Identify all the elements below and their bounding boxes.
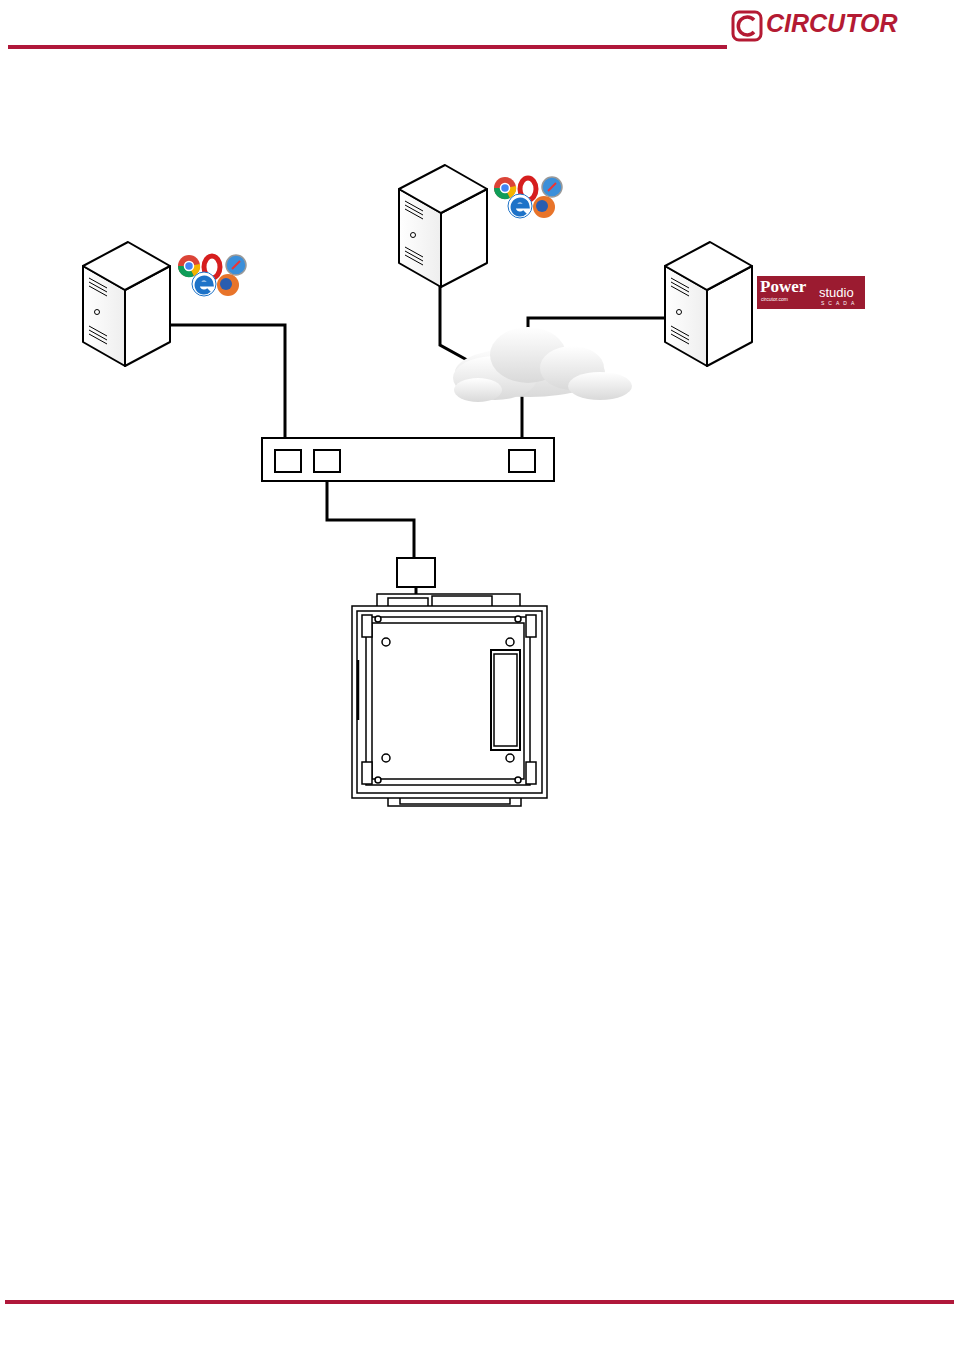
network-switch xyxy=(262,438,554,481)
ethernet-module xyxy=(397,558,435,587)
analyzer-device xyxy=(352,594,547,806)
brand-name: CIRCUTOR xyxy=(766,11,897,36)
logo-text: Power xyxy=(760,278,806,295)
footer-rule xyxy=(5,1300,954,1304)
browser-icons xyxy=(178,255,246,296)
cloud xyxy=(453,327,632,402)
server-tower xyxy=(399,165,487,287)
logo-box: Power studio circutor.comSCADA xyxy=(757,276,865,309)
header-rule xyxy=(8,45,727,49)
logo-icon xyxy=(733,12,761,40)
server-tower xyxy=(83,242,170,366)
server-tower xyxy=(665,242,752,366)
network-wires xyxy=(168,286,666,597)
logo-text: studio xyxy=(819,286,854,299)
logo-text: circutor.com xyxy=(761,297,788,302)
browser-icons xyxy=(494,177,562,218)
logo-text: SCADA xyxy=(821,301,858,306)
